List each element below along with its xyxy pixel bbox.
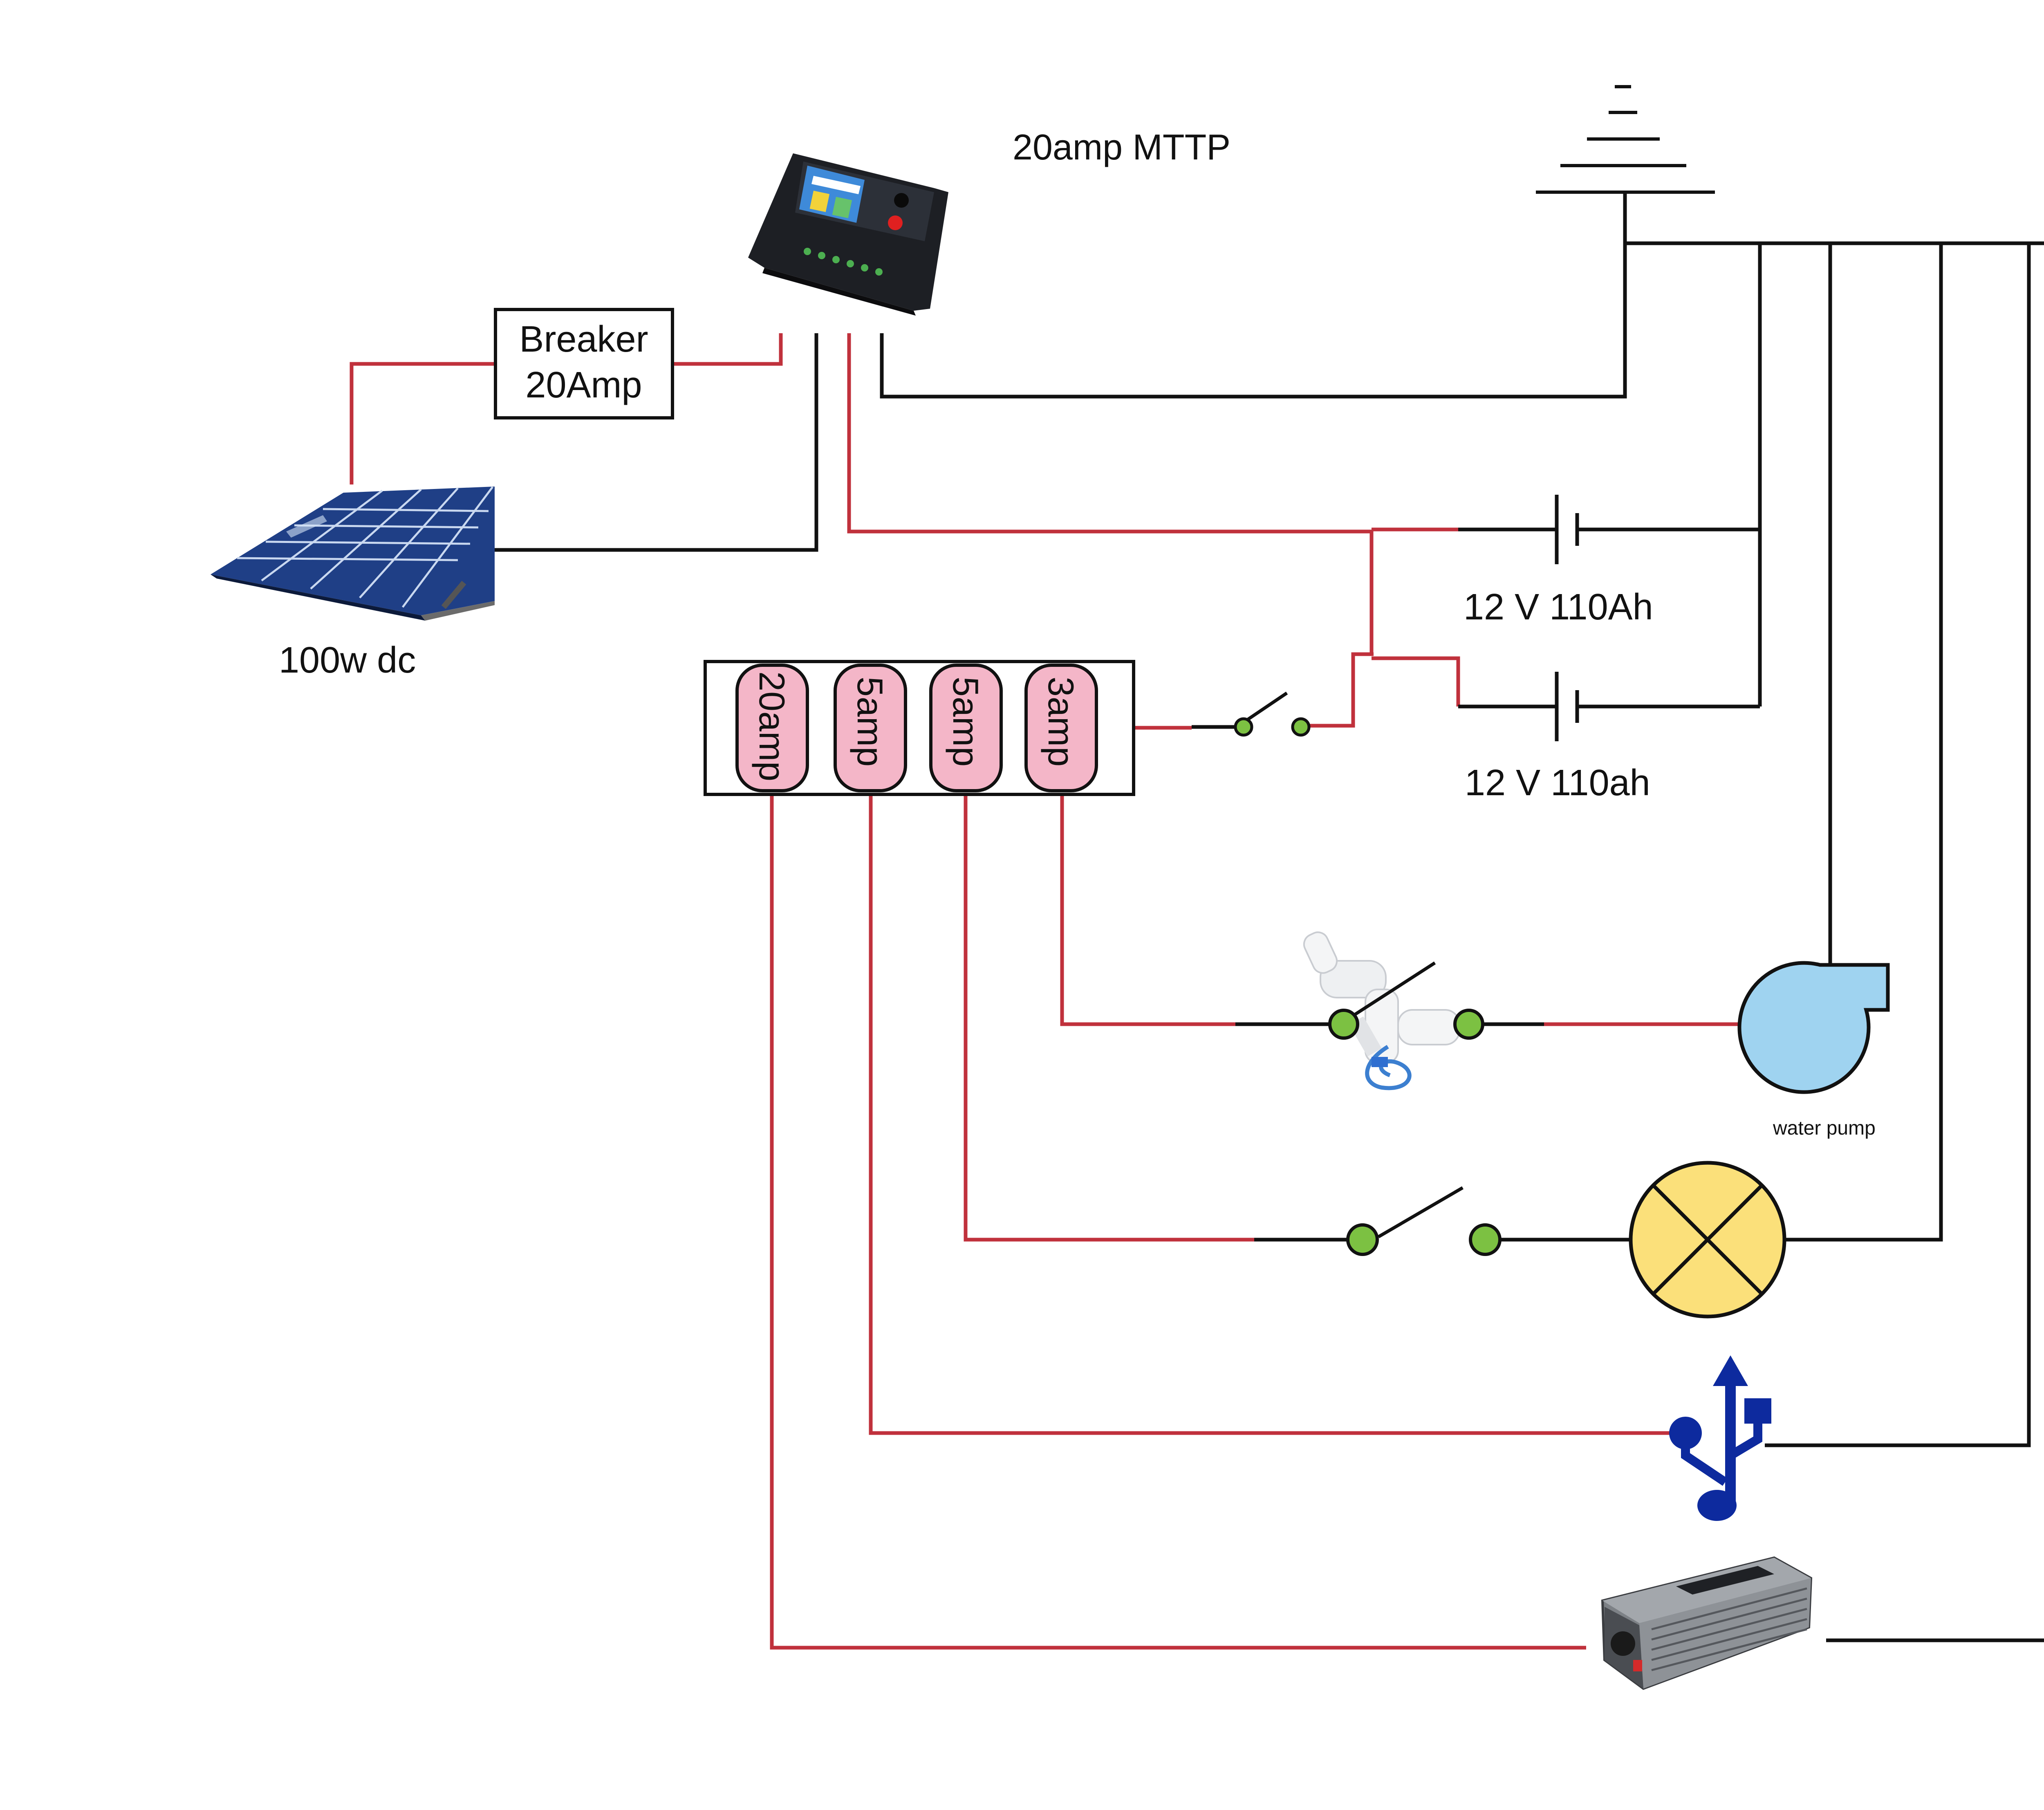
- breaker-label-line1: Breaker: [519, 319, 648, 360]
- wire-switch-bus: [1301, 652, 1374, 728]
- wire-5amp-usb: [869, 791, 1680, 1435]
- wire-battery2-positive: [1372, 656, 1460, 707]
- fuse-box: 20amp 5amp 5amp 3amp: [704, 660, 1135, 796]
- fuse-20amp: [735, 664, 809, 792]
- inverter-icon: [1601, 1556, 1813, 1690]
- fuse-5amp-a: [834, 664, 907, 792]
- wire-panel-positive: [350, 362, 495, 484]
- wire-ground-down: [880, 192, 1627, 399]
- fuse-label: 20amp: [752, 671, 792, 781]
- fuse-label: 5amp: [946, 677, 986, 767]
- wire-bus-usb: [1765, 243, 2031, 1447]
- switch-icon[interactable]: [1234, 691, 1311, 737]
- wire-bus-lamp: [1785, 243, 1943, 1242]
- lamp-icon: [1629, 1161, 1786, 1319]
- panel-label: 100w dc: [279, 640, 416, 681]
- fuse-label: 3amp: [1041, 677, 1081, 767]
- pump-label: water pump: [1773, 1117, 1876, 1139]
- wire-3amp-tap: [1060, 791, 1235, 1026]
- breaker-box: Breaker 20Amp: [494, 308, 674, 419]
- wire-20amp-inverter: [770, 791, 1586, 1650]
- battery2-label: 12 V 110ah: [1465, 763, 1650, 803]
- usb-icon: [1669, 1355, 1771, 1521]
- battery-icon: [1555, 495, 1579, 564]
- solar-panel-icon: [211, 486, 495, 621]
- battery-icon: [1555, 672, 1579, 741]
- fuse-5amp-b: [929, 664, 1003, 792]
- fuse-label: 5amp: [850, 677, 890, 767]
- switch-icon[interactable]: [1346, 1186, 1502, 1256]
- wires: [350, 192, 2044, 1650]
- switch-icon[interactable]: [1328, 961, 1484, 1040]
- tap-icon: [1303, 931, 1460, 1090]
- wire-5amp-lamp: [964, 791, 1254, 1242]
- charge-controller-icon: [748, 153, 948, 316]
- battery1-label: 12 V 110Ah: [1464, 587, 1653, 628]
- fuse-3amp: [1024, 664, 1098, 792]
- water-pump-icon: [1737, 961, 1890, 1094]
- wire-panel-negative: [495, 333, 818, 552]
- wire-ground-bus: [1625, 241, 2044, 1642]
- wire-controller-battery-positive: [847, 333, 1374, 654]
- wire-breaker-controller: [672, 333, 783, 366]
- breaker-label-line2: 20Amp: [525, 365, 642, 406]
- ground-icon: [1536, 85, 1715, 194]
- controller-label: 20amp MTTP: [1013, 127, 1230, 167]
